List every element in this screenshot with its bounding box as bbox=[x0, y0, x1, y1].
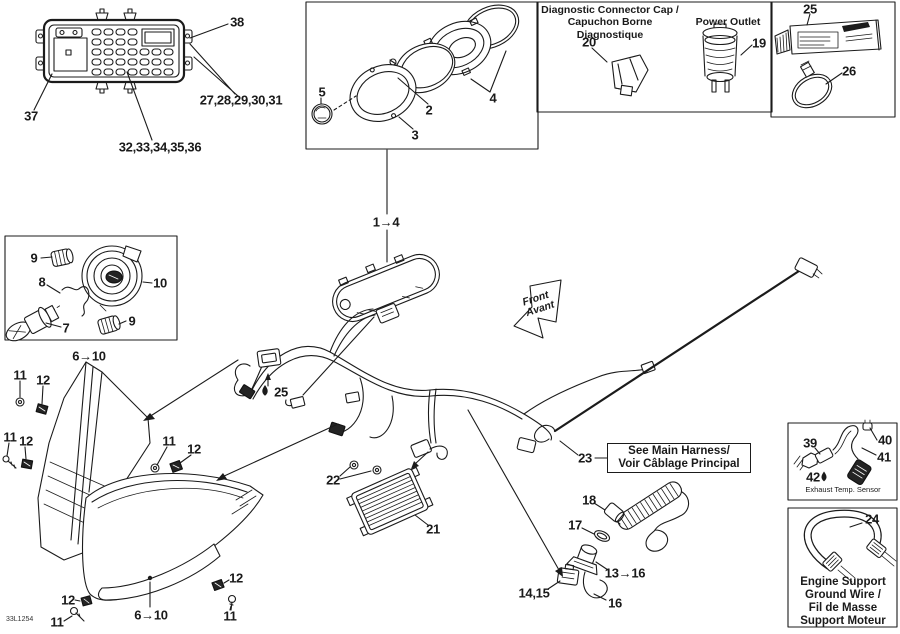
callout-21: 21 bbox=[426, 521, 440, 537]
clamp-drawing bbox=[791, 60, 833, 109]
gauge-assembly-drawing bbox=[311, 4, 520, 125]
headlight-lens-drawing bbox=[81, 472, 264, 601]
callout-1-4: 1→4 bbox=[372, 214, 400, 230]
voltage-regulator-drawing bbox=[346, 460, 434, 537]
callout-16: 16 bbox=[608, 595, 622, 611]
callout-12a: 12 bbox=[36, 372, 50, 388]
diagnostic-box-title: Diagnostic Connector Cap / Capuchon Born… bbox=[535, 4, 685, 41]
fuse-box-drawing bbox=[35, 8, 193, 94]
callout-17: 17 bbox=[568, 517, 582, 533]
callout-22: 22 bbox=[326, 472, 340, 488]
callout-6-10a: 6→10 bbox=[72, 348, 106, 364]
callout-37: 37 bbox=[24, 108, 38, 124]
power-outlet-title: Power Outlet bbox=[695, 16, 761, 28]
tether-cord-drawing bbox=[556, 481, 690, 599]
see-main-harness-note: See Main Harness/ Voir Câblage Principal bbox=[607, 443, 751, 473]
grease-droplet-icons bbox=[262, 385, 827, 482]
callout-4: 4 bbox=[489, 90, 497, 106]
tether-cap-drawing bbox=[603, 502, 625, 523]
callout-9a: 9 bbox=[30, 250, 38, 266]
exhaust-temp-sensor-drawing bbox=[793, 419, 873, 485]
exhaust-sensor-caption: Exhaust Temp. Sensor bbox=[805, 485, 881, 494]
callout-24: 24 bbox=[865, 511, 879, 527]
harness-note-line2: Voir Câblage Principal bbox=[618, 458, 740, 470]
callout-12c: 12 bbox=[187, 441, 201, 457]
callout-26: 26 bbox=[842, 63, 856, 79]
leader-lines bbox=[6, 13, 878, 622]
sensor-wire-drawing bbox=[533, 257, 823, 443]
main-harness-drawing bbox=[233, 308, 656, 460]
callout-5: 5 bbox=[318, 84, 326, 100]
callout-40: 40 bbox=[878, 432, 892, 448]
assembly-arrows bbox=[143, 359, 563, 577]
callout-42: 42 bbox=[806, 469, 820, 485]
ground-caption-line4: Support Moteur bbox=[800, 614, 886, 627]
callout-8: 8 bbox=[38, 274, 46, 290]
callout-11e: 11 bbox=[223, 608, 237, 624]
callout-13-16: 13→16 bbox=[604, 565, 646, 581]
callout-18: 18 bbox=[582, 492, 596, 508]
callout-7: 7 bbox=[62, 320, 70, 336]
callout-12b: 12 bbox=[19, 433, 33, 449]
callout-25-grease: 25 bbox=[274, 384, 288, 400]
inset-box-borders bbox=[4, 1, 898, 628]
callout-25-tube: 25 bbox=[803, 1, 817, 17]
ground-caption-line2: Ground Wire / bbox=[805, 588, 881, 601]
ground-wire-caption: Engine Support Ground Wire / Fil de Mass… bbox=[790, 576, 896, 628]
callout-9b: 9 bbox=[128, 313, 136, 329]
callout-27-31: 27,28,29,30,31 bbox=[199, 92, 283, 108]
callout-11c: 11 bbox=[162, 433, 176, 449]
diagnostic-cap-drawing bbox=[611, 54, 649, 97]
callout-11a: 11 bbox=[13, 367, 27, 383]
callout-12e: 12 bbox=[229, 570, 243, 586]
callout-19: 19 bbox=[752, 35, 766, 51]
diagnostic-title-line1: Diagnostic Connector Cap / bbox=[541, 4, 679, 16]
instrument-cluster-drawing bbox=[332, 253, 440, 324]
diagnostic-title-line2: Capuchon Borne Diagnostique bbox=[567, 16, 653, 41]
fastener-glyphs bbox=[2, 397, 237, 622]
callout-41: 41 bbox=[877, 449, 891, 465]
callout-3: 3 bbox=[411, 127, 419, 143]
document-code: 33L1254 bbox=[6, 616, 34, 623]
callout-32-36: 32,33,34,35,36 bbox=[118, 139, 202, 155]
tether-connector-drawing bbox=[556, 564, 580, 586]
callout-20: 20 bbox=[582, 34, 596, 50]
callout-11b: 11 bbox=[3, 429, 17, 445]
callout-23: 23 bbox=[578, 450, 592, 466]
sealant-tube-drawing bbox=[774, 19, 882, 55]
tether-ring-drawing bbox=[593, 530, 611, 542]
ground-caption-line1: Engine Support bbox=[800, 576, 886, 588]
callout-2: 2 bbox=[425, 102, 433, 118]
callout-6-10b: 6→10 bbox=[134, 607, 168, 623]
bulb-parts-drawing bbox=[5, 245, 143, 342]
harness-note-line1: See Main Harness/ bbox=[628, 444, 730, 457]
callout-12d: 12 bbox=[61, 592, 75, 608]
front-direction-arrow bbox=[513, 279, 562, 339]
callout-11d: 11 bbox=[50, 614, 64, 630]
callout-14-15: 14,15 bbox=[518, 585, 550, 601]
power-outlet-drawing bbox=[702, 23, 738, 93]
ground-wire-drawing bbox=[803, 509, 897, 583]
dess-switch-drawing bbox=[566, 544, 598, 576]
ground-caption-line3: Fil de Masse bbox=[808, 601, 878, 614]
callout-10: 10 bbox=[153, 275, 167, 291]
callout-39: 39 bbox=[803, 435, 817, 451]
callout-38: 38 bbox=[230, 14, 244, 30]
